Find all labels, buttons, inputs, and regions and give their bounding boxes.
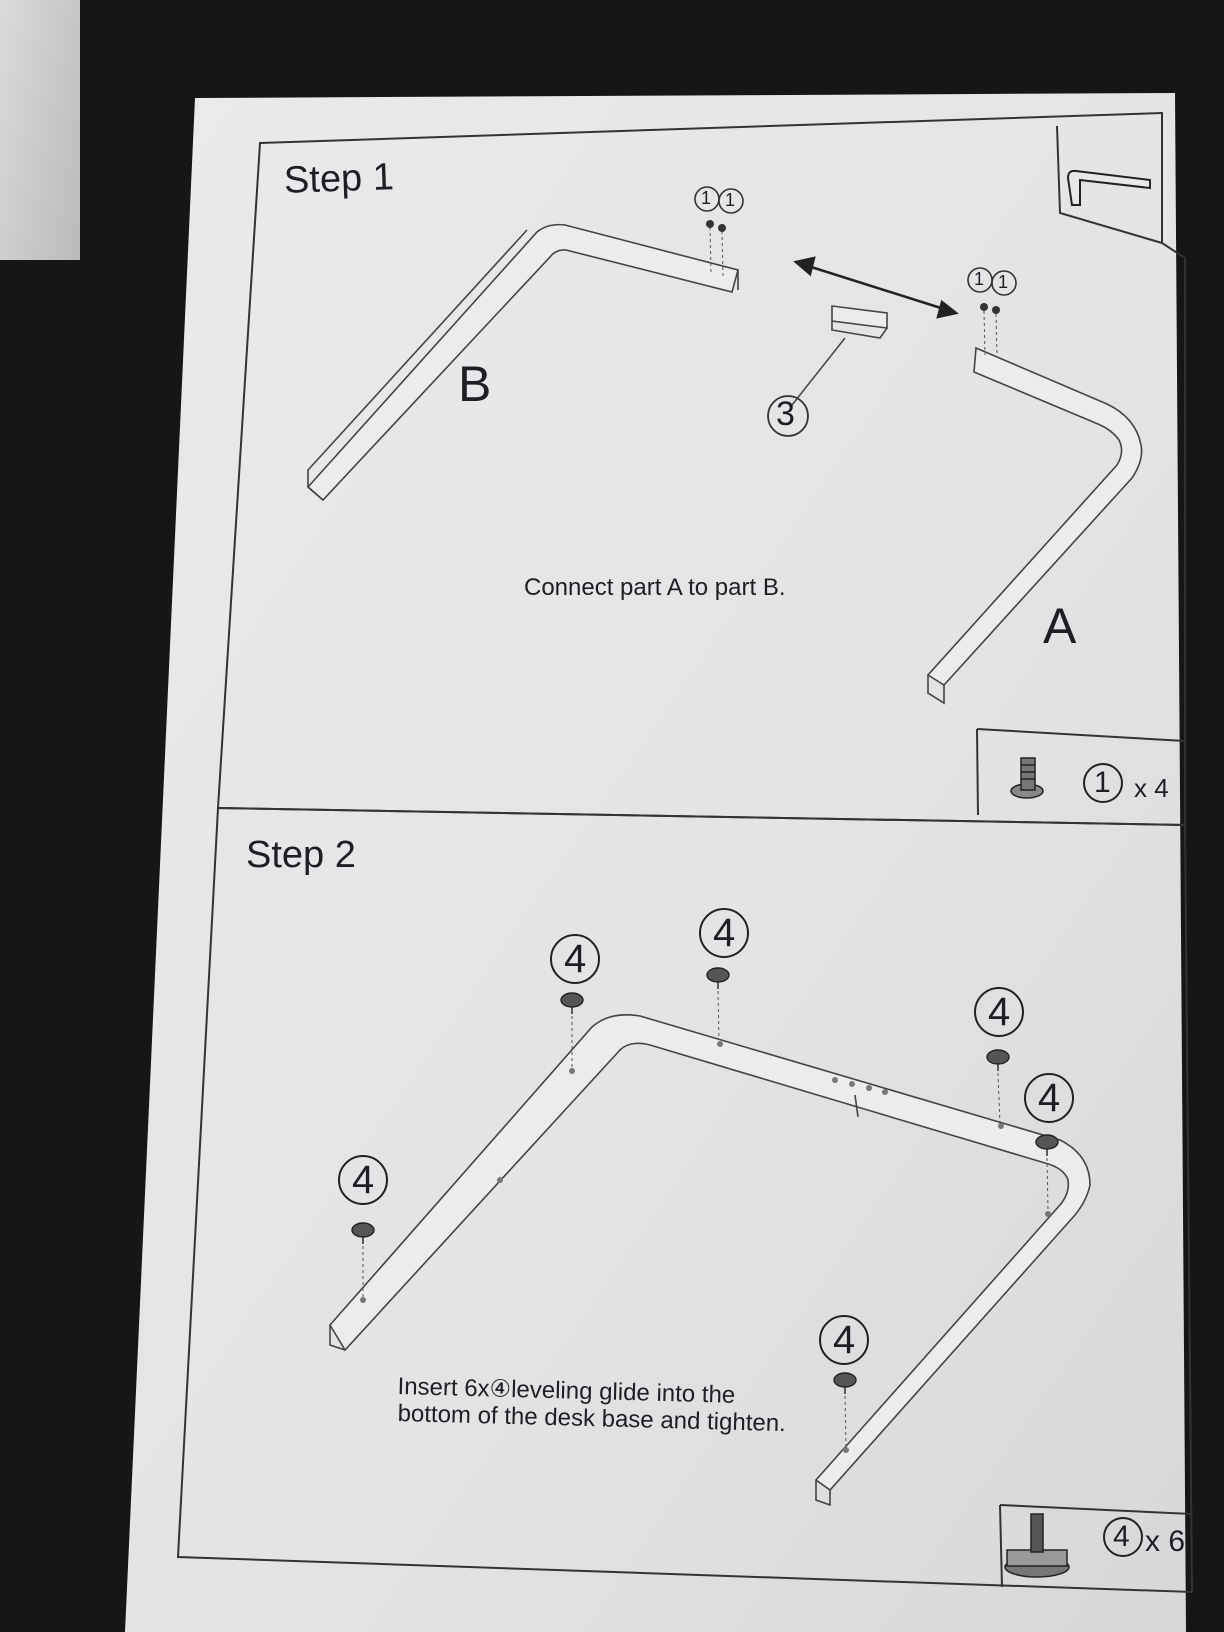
leveling-glides [351, 967, 1059, 1394]
glide-icon-step2 [1004, 1513, 1070, 1578]
part-A-label: A [1043, 598, 1077, 654]
step1-hardware-quantity: x 4 [1134, 773, 1169, 803]
step1-part-A [926, 346, 1143, 705]
step2-desk-base [329, 1014, 1091, 1507]
glide-callout-3: 4 [988, 990, 1011, 1034]
step1-part-3-bracket [831, 305, 888, 339]
glide-5 [351, 1222, 375, 1244]
background-paper-corner [0, 0, 80, 260]
glide-1 [560, 992, 584, 1014]
glide-callout-5: 4 [352, 1158, 375, 1202]
connect-arrow [793, 256, 959, 319]
screw-callout-right-1: 1 [974, 269, 985, 289]
part-B-label: B [458, 356, 492, 412]
step2-title: Step 2 [246, 834, 356, 876]
glide-callout-6: 4 [833, 1318, 856, 1362]
step-frames [176, 111, 1194, 1594]
bolt-icon-step1 [1010, 757, 1044, 799]
allen-key-icon [1066, 169, 1151, 206]
step2-hardware-box [999, 1504, 1003, 1588]
screw-callout-left-2: 1 [725, 190, 736, 210]
step2-hardware-quantity: x 6 [1145, 1525, 1186, 1558]
step1-hardware-box [976, 728, 979, 816]
glide-callout-2: 4 [713, 911, 736, 955]
step2-hardware-number: 4 [1113, 1520, 1130, 1553]
step1-part-B [306, 223, 739, 502]
step1-title: Step 1 [283, 156, 395, 202]
step1-hardware-number: 1 [1094, 766, 1111, 799]
glide-callout-4: 4 [1038, 1076, 1061, 1120]
step2-frame [176, 807, 1194, 1594]
glide-2 [706, 967, 730, 989]
glide-6 [833, 1372, 857, 1394]
paper-sheet [125, 93, 1186, 1632]
screw-callout-right-2: 1 [998, 272, 1009, 292]
part-3-label: 3 [776, 395, 795, 433]
glide-callout-1: 4 [564, 937, 587, 981]
screw-callout-left-1: 1 [701, 188, 712, 208]
tool-box [1056, 125, 1163, 244]
glide-3 [986, 1049, 1010, 1071]
step1-caption: Connect part A to part B. [524, 574, 786, 601]
glide-4 [1035, 1134, 1059, 1156]
